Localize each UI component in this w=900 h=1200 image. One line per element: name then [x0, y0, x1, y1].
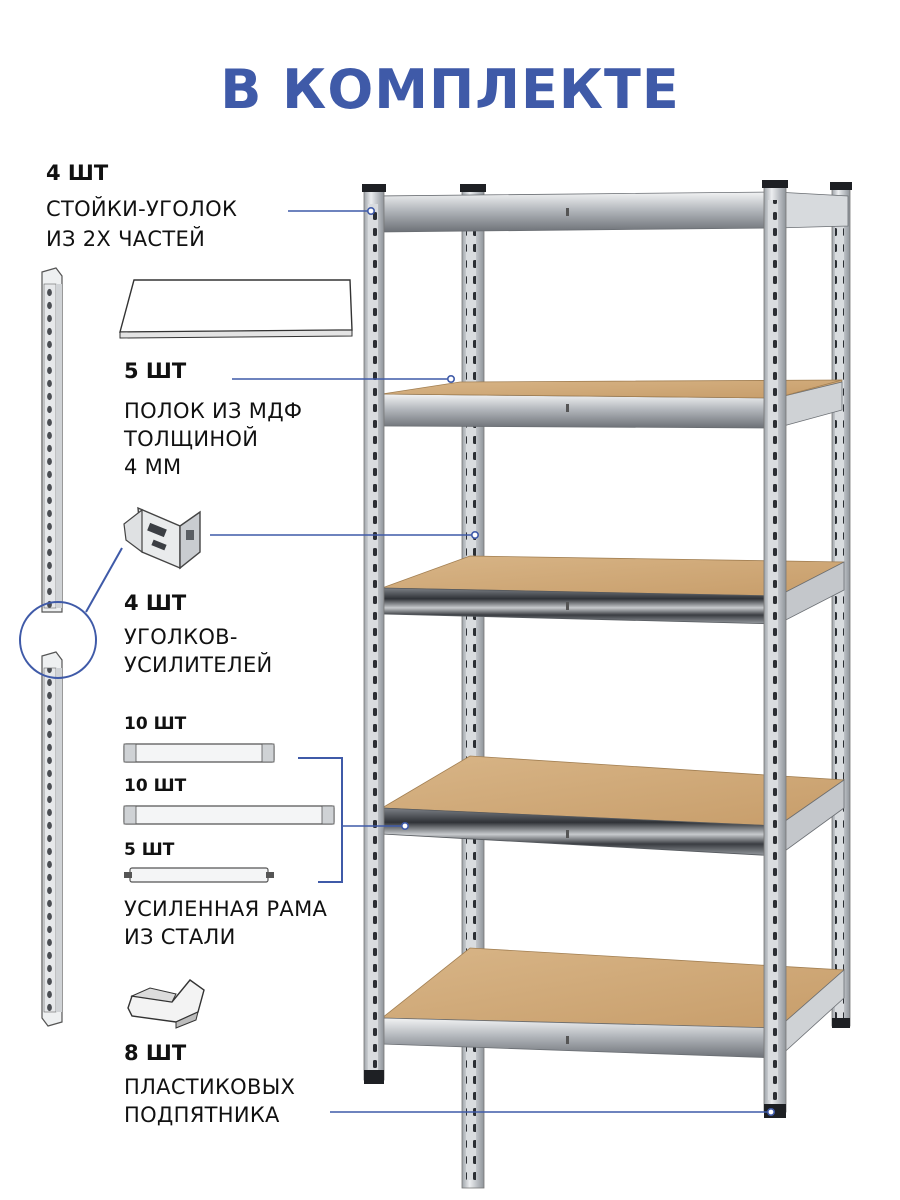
- shelves-label-line-1: ПОЛОК ИЗ МДФ: [124, 399, 303, 423]
- beam-quantity-2: 10 ШТ: [124, 776, 187, 796]
- feet-label-line-1: ПЛАСТИКОВЫХ: [124, 1075, 296, 1099]
- leader-lines: [210, 207, 775, 1117]
- posts-label-line-2: ИЗ 2Х ЧАСТЕЙ: [46, 227, 206, 251]
- shelves-label-line-3: 4 ММ: [124, 455, 182, 479]
- frame-label-line-2: ИЗ СТАЛИ: [124, 925, 236, 949]
- mdf-board-icon: [119, 279, 353, 339]
- posts-label-line-1: СТОЙКИ-УГОЛОК: [46, 197, 238, 221]
- feet-label-line-2: ПОДПЯТНИКА: [124, 1103, 280, 1127]
- shelves-quantity: 5 ШТ: [124, 359, 187, 383]
- corner-bracket-icon: [123, 506, 201, 570]
- posts-quantity: 4 ШТ: [46, 161, 109, 185]
- frame-label-line-1: УСИЛЕННАЯ РАМА: [124, 897, 328, 921]
- brackets-quantity: 4 ШТ: [124, 591, 187, 615]
- feet-quantity: 8 ШТ: [124, 1041, 187, 1065]
- brackets-label-line-1: УГОЛКОВ-: [124, 625, 238, 649]
- angle-post-icon: [19, 267, 123, 1027]
- plastic-foot-icon: [127, 979, 205, 1029]
- brackets-label-line-2: УСИЛИТЕЛЕЙ: [124, 653, 273, 677]
- beam-quantity-1: 10 ШТ: [124, 714, 187, 734]
- shelves-label-line-2: ТОЛЩИНОЙ: [124, 427, 259, 451]
- page-title: В КОМПЛЕКТЕ: [220, 58, 680, 121]
- shelving-unit-illustration: [362, 180, 852, 1189]
- steel-beam-icon: [123, 743, 343, 883]
- beam-quantity-3: 5 ШТ: [124, 840, 175, 860]
